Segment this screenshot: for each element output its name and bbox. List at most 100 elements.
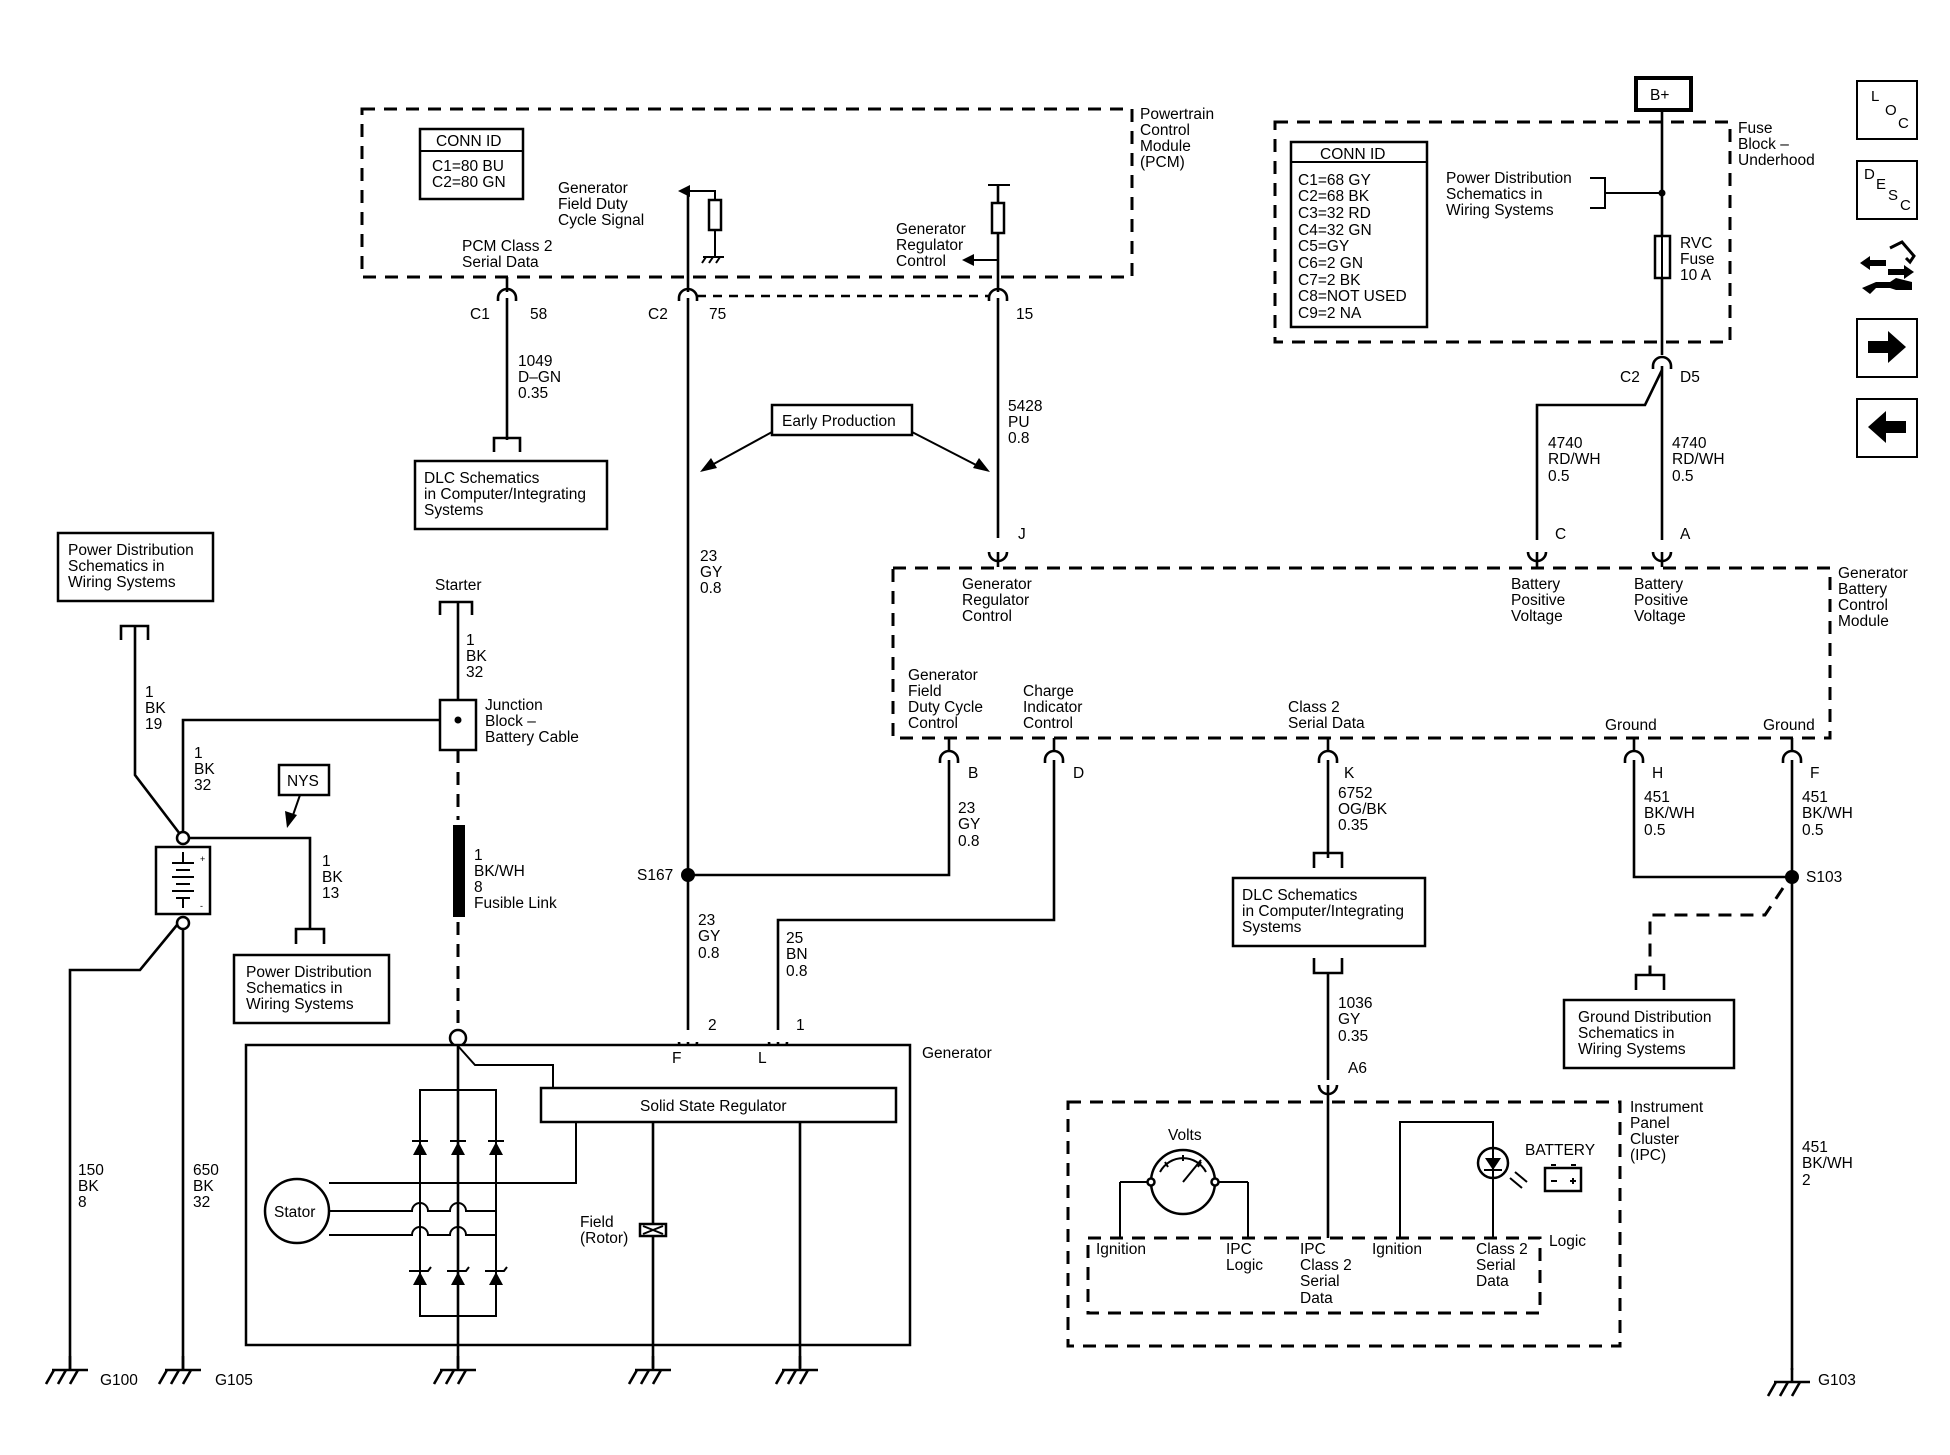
svg-text:Schematics in: Schematics in	[246, 980, 342, 997]
svg-text:NYS: NYS	[287, 773, 319, 790]
gbcm-pin-d: D	[1043, 749, 1084, 782]
dlc-schematics-box-2[interactable]: DLC Schematics in Computer/Integrating S…	[1231, 876, 1427, 948]
svg-text:BK: BK	[322, 869, 343, 886]
fuse-block-underhood: Fuse Block – Underhood CONN ID C1=68 GY …	[1273, 120, 1815, 344]
svg-text:25: 25	[786, 930, 803, 947]
gbcm-pin-f: F	[1781, 749, 1819, 782]
power-dist-box-left[interactable]: Power Distribution Schematics in Wiring …	[56, 531, 215, 603]
svg-text:Wiring Systems: Wiring Systems	[68, 574, 176, 591]
svg-text:Wiring Systems: Wiring Systems	[1446, 202, 1554, 219]
svg-text:Ground Distribution: Ground Distribution	[1578, 1009, 1712, 1026]
rvc-fuse: RVC Fuse 10 A	[1653, 230, 1714, 284]
svg-text:C2=68 BK: C2=68 BK	[1298, 188, 1370, 205]
svg-text:C1: C1	[470, 306, 490, 323]
wire-451-f-label: 451 BK/WH 0.5	[1802, 789, 1853, 839]
svg-text:Fuse: Fuse	[1738, 120, 1772, 137]
next-page-button[interactable]	[1856, 318, 1918, 378]
svg-text:Generator: Generator	[558, 180, 628, 197]
svg-text:G100: G100	[100, 1372, 138, 1389]
svg-text:Block –: Block –	[485, 713, 536, 730]
fuse-power-dist-ref[interactable]: Power Distribution Schematics in Wiring …	[1446, 170, 1666, 219]
connector-button[interactable]	[1856, 238, 1918, 300]
svg-text:(PCM): (PCM)	[1140, 154, 1185, 171]
svg-text:Serial Data: Serial Data	[1288, 715, 1365, 732]
svg-text:32: 32	[194, 777, 211, 794]
svg-text:BK/WH: BK/WH	[1644, 805, 1695, 822]
starter-label: Starter	[435, 577, 482, 594]
location-button[interactable]: L O C	[1856, 80, 1918, 140]
svg-text:BN: BN	[786, 946, 808, 963]
svg-text:2: 2	[708, 1017, 717, 1034]
svg-text:C9=2 NA: C9=2 NA	[1298, 305, 1362, 322]
desc-letter-e: E	[1876, 176, 1887, 193]
svg-text:Data: Data	[1476, 1273, 1509, 1290]
power-dist-box-bottom[interactable]: Power Distribution Schematics in Wiring …	[232, 953, 391, 1025]
svg-text:0.5: 0.5	[1672, 468, 1694, 485]
wire-5428-label: 5428 PU 0.8	[1008, 398, 1042, 447]
ground-dist-box[interactable]: Ground Distribution Schematics in Wiring…	[1562, 998, 1736, 1070]
battery-lamp-icon: BATTERY	[1399, 1121, 1595, 1238]
svg-text:Voltage: Voltage	[1634, 608, 1686, 625]
pcm-conn-id-box: CONN ID C1=80 BU C2=80 GN	[418, 127, 525, 201]
svg-text:BK: BK	[78, 1178, 99, 1195]
svg-text:C7=2 BK: C7=2 BK	[1298, 272, 1361, 289]
svg-text:PU: PU	[1008, 414, 1030, 431]
fuse-conn-id-box: CONN ID C1=68 GY C2=68 BK C3=32 RD C4=32…	[1289, 140, 1429, 329]
stator: Stator	[263, 1122, 577, 1245]
desc-letter-s: S	[1888, 187, 1899, 204]
gbcm-label-charge-ind: Charge Indicator Control	[1023, 683, 1082, 732]
svg-text:BATTERY: BATTERY	[1525, 1142, 1595, 1159]
wire-23-label-b: 23 GY 0.8	[958, 800, 980, 850]
dlc-schematics-box-1[interactable]: DLC Schematics in Computer/Integrating S…	[413, 459, 609, 531]
svg-text:0.8: 0.8	[958, 833, 980, 850]
svg-text:1036: 1036	[1338, 995, 1372, 1012]
wire-1049-label: 1049 D–GN 0.35	[518, 353, 561, 402]
svg-text:C4=32 GN: C4=32 GN	[1298, 222, 1372, 239]
svg-text:4740: 4740	[1672, 435, 1707, 452]
svg-text:C1=80 BU: C1=80 BU	[432, 158, 504, 175]
svg-text:Duty Cycle: Duty Cycle	[908, 699, 983, 716]
svg-text:BK: BK	[194, 761, 215, 778]
svg-text:Fusible Link: Fusible Link	[474, 895, 557, 912]
wire-451-g-label: 451 BK/WH 2	[1802, 1139, 1853, 1189]
svg-text:Early Production: Early Production	[782, 413, 896, 430]
svg-text:DLC Schematics: DLC Schematics	[1242, 887, 1358, 904]
svg-text:Generator: Generator	[896, 221, 966, 238]
svg-text:Power Distribution: Power Distribution	[1446, 170, 1572, 187]
ipc-logic-label: Logic	[1549, 1233, 1586, 1250]
svg-text:Serial: Serial	[1300, 1273, 1340, 1290]
svg-text:150: 150	[78, 1162, 104, 1179]
nys-callout: NYS	[277, 763, 331, 828]
svg-text:Power Distribution: Power Distribution	[246, 964, 372, 981]
svg-text:0.35: 0.35	[1338, 1028, 1368, 1045]
svg-text:Field Duty: Field Duty	[558, 196, 628, 213]
loc-letter-c: C	[1898, 115, 1909, 132]
pcm-class2-label: PCM Class 2 Serial Data	[462, 238, 552, 271]
description-button[interactable]: D E S C	[1856, 160, 1918, 220]
svg-text:Junction: Junction	[485, 697, 543, 714]
svg-text:1: 1	[194, 745, 203, 762]
svg-text:Data: Data	[1300, 1290, 1333, 1307]
svg-text:D: D	[1073, 765, 1084, 782]
svg-text:A: A	[1680, 526, 1691, 543]
svg-text:A6: A6	[1348, 1060, 1367, 1077]
gbcm-pin-c: C	[1526, 526, 1566, 563]
svg-text:Schematics in: Schematics in	[1446, 186, 1542, 203]
svg-text:C1=68 GY: C1=68 GY	[1298, 172, 1371, 189]
svg-text:Systems: Systems	[424, 502, 484, 519]
svg-text:GY: GY	[698, 928, 720, 945]
svg-text:Battery: Battery	[1634, 576, 1683, 593]
ipc-class2-label: Class 2 Serial Data	[1476, 1241, 1528, 1290]
svg-text:C2: C2	[1620, 369, 1640, 386]
gbcm-label-batt-c: Battery Positive Voltage	[1511, 576, 1565, 625]
svg-text:Generator: Generator	[1838, 565, 1908, 582]
svg-text:58: 58	[530, 306, 547, 323]
svg-text:1: 1	[322, 853, 331, 870]
svg-text:B: B	[968, 765, 978, 782]
svg-text:8: 8	[474, 879, 483, 896]
wire-650-label: 650 BK 32	[193, 1162, 219, 1211]
fuse-block-title: Fuse Block – Underhood	[1738, 120, 1815, 169]
previous-page-button[interactable]	[1856, 398, 1918, 458]
wire-25-label: 25 BN 0.8	[786, 930, 808, 980]
